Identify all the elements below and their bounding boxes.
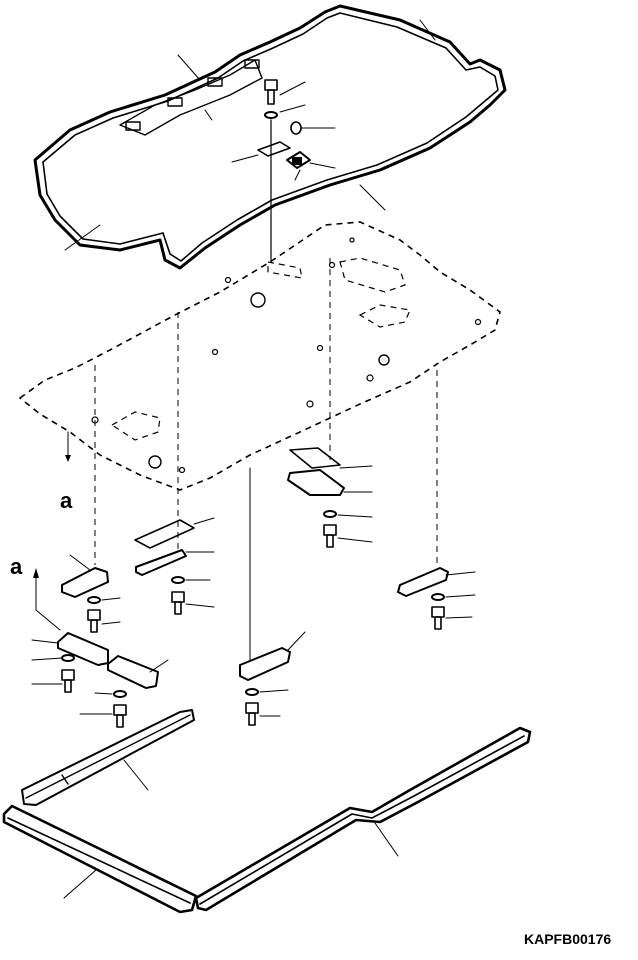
frame-rails [2, 709, 532, 914]
reference-label-upper: a [60, 488, 73, 513]
reference-label-lower: a [10, 554, 23, 579]
mount-brackets [31, 447, 476, 728]
floor-mat [33, 4, 507, 270]
top-hardware [231, 79, 336, 263]
drawing-code: KAPFB00176 [524, 931, 611, 947]
floor-plate [18, 221, 501, 661]
